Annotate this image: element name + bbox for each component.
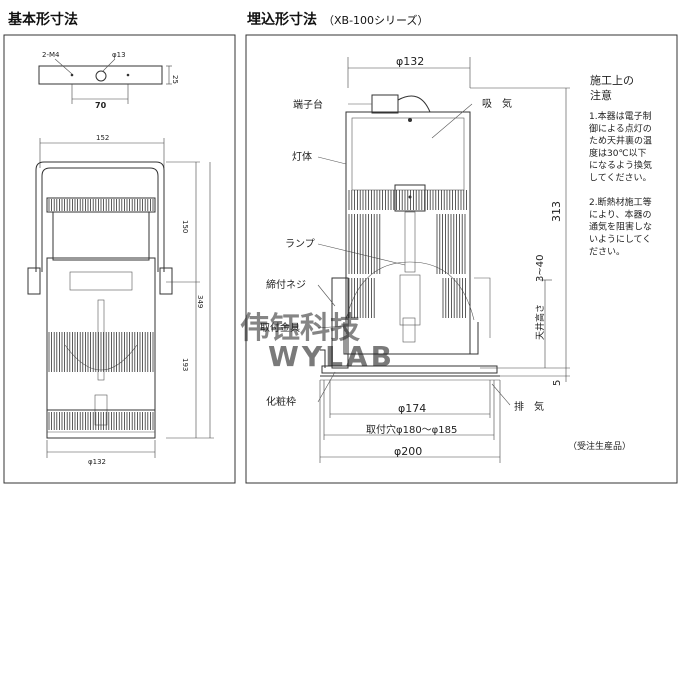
watermark-text-2: WYLAB	[268, 340, 395, 373]
dim-hole-13: φ13	[112, 51, 126, 59]
dim-193: 193	[181, 358, 189, 371]
label-bracket: 取付金具	[260, 321, 300, 334]
dim-200: φ200	[394, 445, 422, 458]
luminaire-front-view	[27, 161, 214, 458]
notes-title-2: 注意	[590, 88, 612, 102]
notes-body: 1.本器は電子制御による点灯のため天井裏の温度は30℃以下になるよう換気してくだ…	[589, 110, 652, 257]
notes-line: ため天井裏の温	[589, 135, 652, 147]
right-heat-fins	[348, 190, 468, 318]
notes-line: により、本器の	[589, 208, 651, 220]
label-trim: 化粧枠	[266, 395, 296, 408]
dim-bottom-132: φ132	[88, 458, 106, 466]
label-exhaust: 排 気	[514, 400, 544, 413]
left-panel-title: 基本形寸法	[8, 12, 78, 28]
dim-349: 349	[196, 295, 204, 308]
dim-ceiling-label: 天井高さ	[534, 304, 546, 340]
label-screw: 締付ネジ	[266, 278, 306, 291]
label-intake: 吸 気	[482, 97, 512, 110]
dim-bracket-25: 25	[171, 75, 179, 84]
notes-line: 通気を阻害しな	[589, 221, 652, 233]
dim-2m4: 2-M4	[42, 51, 60, 59]
notes-line: いようにしてく	[589, 234, 651, 245]
mounting-bracket-view	[38, 58, 172, 104]
notes-line: してください。	[589, 173, 651, 184]
notes-line: 度は30℃以下	[589, 147, 647, 159]
dim-150: 150	[181, 220, 189, 233]
notes-line: になるよう換気	[589, 159, 652, 171]
watermark-text-1: 伟钰科技	[240, 311, 360, 346]
left-heat-fins	[48, 199, 154, 430]
dim-174: φ174	[398, 402, 426, 415]
label-body: 灯体	[292, 151, 312, 163]
dim-width-152: 152	[96, 134, 109, 142]
notes-title-1: 施工上の	[590, 74, 634, 87]
dim-bracket-70: 70	[95, 101, 107, 110]
label-terminal: 端子台	[293, 98, 323, 111]
left-panel-frame	[3, 34, 236, 484]
dim-cutout: 取付穴φ180～φ185	[366, 423, 457, 436]
notes-line: 御による点灯の	[589, 122, 652, 134]
label-lamp: ランプ	[285, 238, 315, 250]
right-panel-title: 埋込形寸法（XB-100シリーズ）	[247, 12, 429, 28]
right-panel-frame	[245, 34, 678, 484]
dim-ceiling-range: 3~40	[535, 255, 546, 282]
notes-line: 1.本器は電子制	[589, 110, 652, 122]
dim-5: 5	[552, 380, 563, 386]
dim-313: 313	[550, 201, 563, 222]
recessed-luminaire-view	[317, 87, 570, 463]
dim-top-132: φ132	[396, 55, 424, 68]
label-made-to-order: （受注生産品）	[568, 440, 631, 452]
notes-line: ださい。	[589, 246, 625, 257]
notes-line: 2.断熱材施工等	[589, 196, 652, 208]
